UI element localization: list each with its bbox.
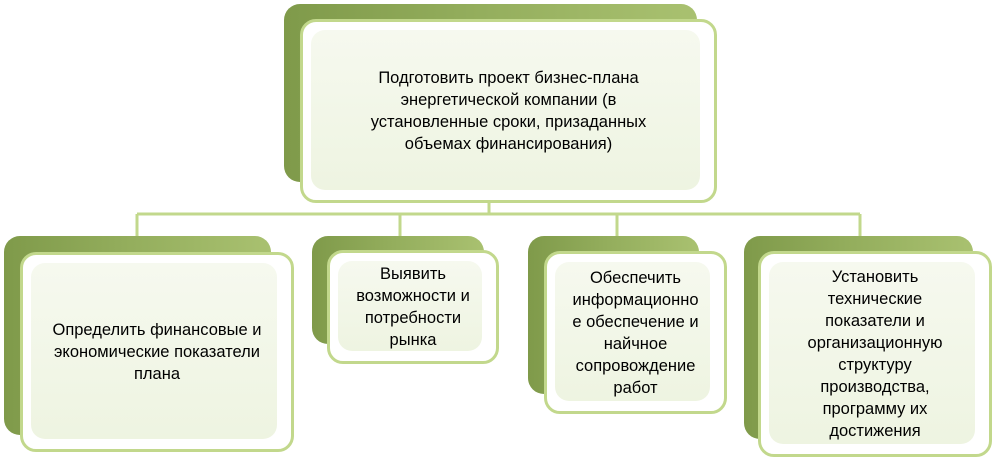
child-4-text: Установить технические показатели и орга…	[807, 268, 943, 440]
root-text: Подготовить проект бизнес-плана энергети…	[370, 69, 647, 153]
child-1-text: Определить финансовые и экономические по…	[52, 321, 262, 383]
child-3-text: Обеспечить информационно е обеспечение и…	[572, 268, 699, 397]
child-2-text: Выявить возможности и потребности рынка	[356, 265, 470, 349]
child-4-box: Установить технические показатели и орга…	[758, 251, 992, 457]
child-1-box: Определить финансовые и экономические по…	[20, 252, 294, 452]
child-2-box: Выявить возможности и потребности рынка	[327, 250, 499, 364]
child-3-box: Обеспечить информационно е обеспечение и…	[544, 251, 727, 414]
root-box: Подготовить проект бизнес-плана энергети…	[300, 19, 717, 203]
